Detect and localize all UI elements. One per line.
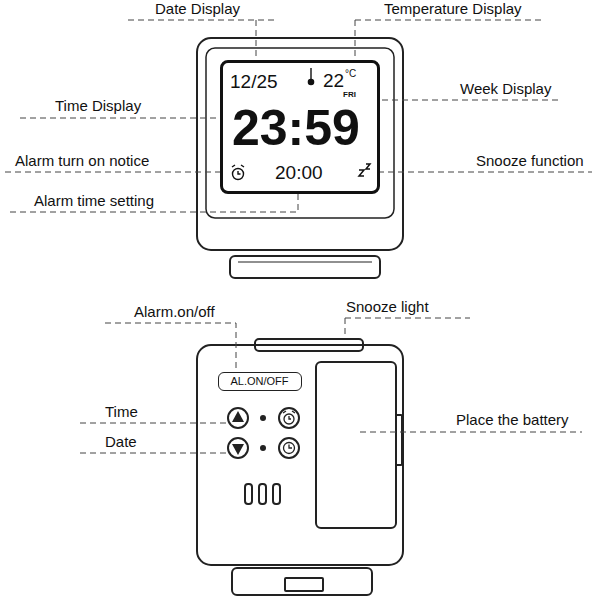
callout-label: Place the battery: [456, 411, 569, 429]
lcd-reading: 20:00: [275, 163, 323, 182]
lcd-reading: 22: [323, 71, 344, 90]
callout-label: Alarm time setting: [34, 192, 154, 210]
callout-label: Temperature Display: [384, 0, 522, 18]
lcd-reading: FRI: [343, 91, 356, 99]
alarm-button: AL.ON/OFF: [218, 372, 302, 391]
callout-label: Alarm.on/off: [134, 303, 215, 321]
callout-label: Time: [105, 403, 138, 421]
lcd-reading: 12/25: [230, 72, 278, 91]
lcd-reading: 23:59: [232, 103, 360, 153]
callout-label: Snooze light: [346, 298, 429, 316]
lcd-screen: 12/25 22°C FRI 23:59 20:00: [220, 60, 380, 194]
callout-label: Time Display: [55, 97, 141, 115]
callout-label: Date: [105, 433, 137, 451]
button-label: AL.ON/OFF: [230, 376, 288, 387]
callout-label: Date Display: [155, 0, 240, 18]
callout-label: Week Display: [460, 80, 551, 98]
callout-label: Alarm turn on notice: [15, 152, 149, 170]
callout-label: Snooze function: [476, 152, 584, 170]
lcd-reading: °C: [345, 69, 356, 79]
